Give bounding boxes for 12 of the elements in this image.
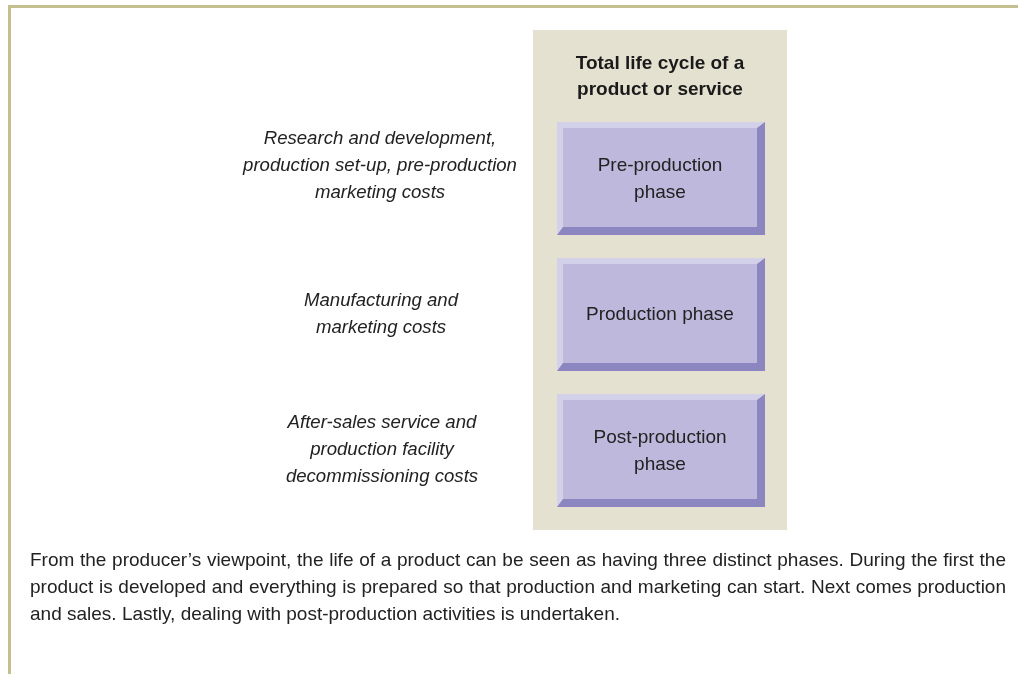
cost-note: Manufacturing and marketing costs — [303, 288, 460, 339]
panel-background — [533, 30, 787, 530]
phase-label: Post-production phase — [592, 424, 728, 476]
phase-label: Production phase — [585, 302, 735, 326]
phase-box — [557, 122, 765, 235]
cost-note: Research and development, production set-up, pre-production marketing costs — [242, 126, 518, 204]
phase-box — [557, 258, 765, 371]
cost-note: After-sales service and production facility decommissioning costs — [284, 410, 480, 488]
panel-heading: Total life cycle of a product or service — [574, 51, 746, 101]
phase-box — [557, 394, 765, 507]
phase-label: Pre-production phase — [596, 152, 724, 204]
caption: From the producer’s viewpoint, the life of a product can be seen as having three distinct phases. During the first the product is developed and everything is prepared so that production and marketing can start. Next comes production and sales. Lastly, dealing with post-production activities is undertaken. — [30, 548, 1006, 626]
